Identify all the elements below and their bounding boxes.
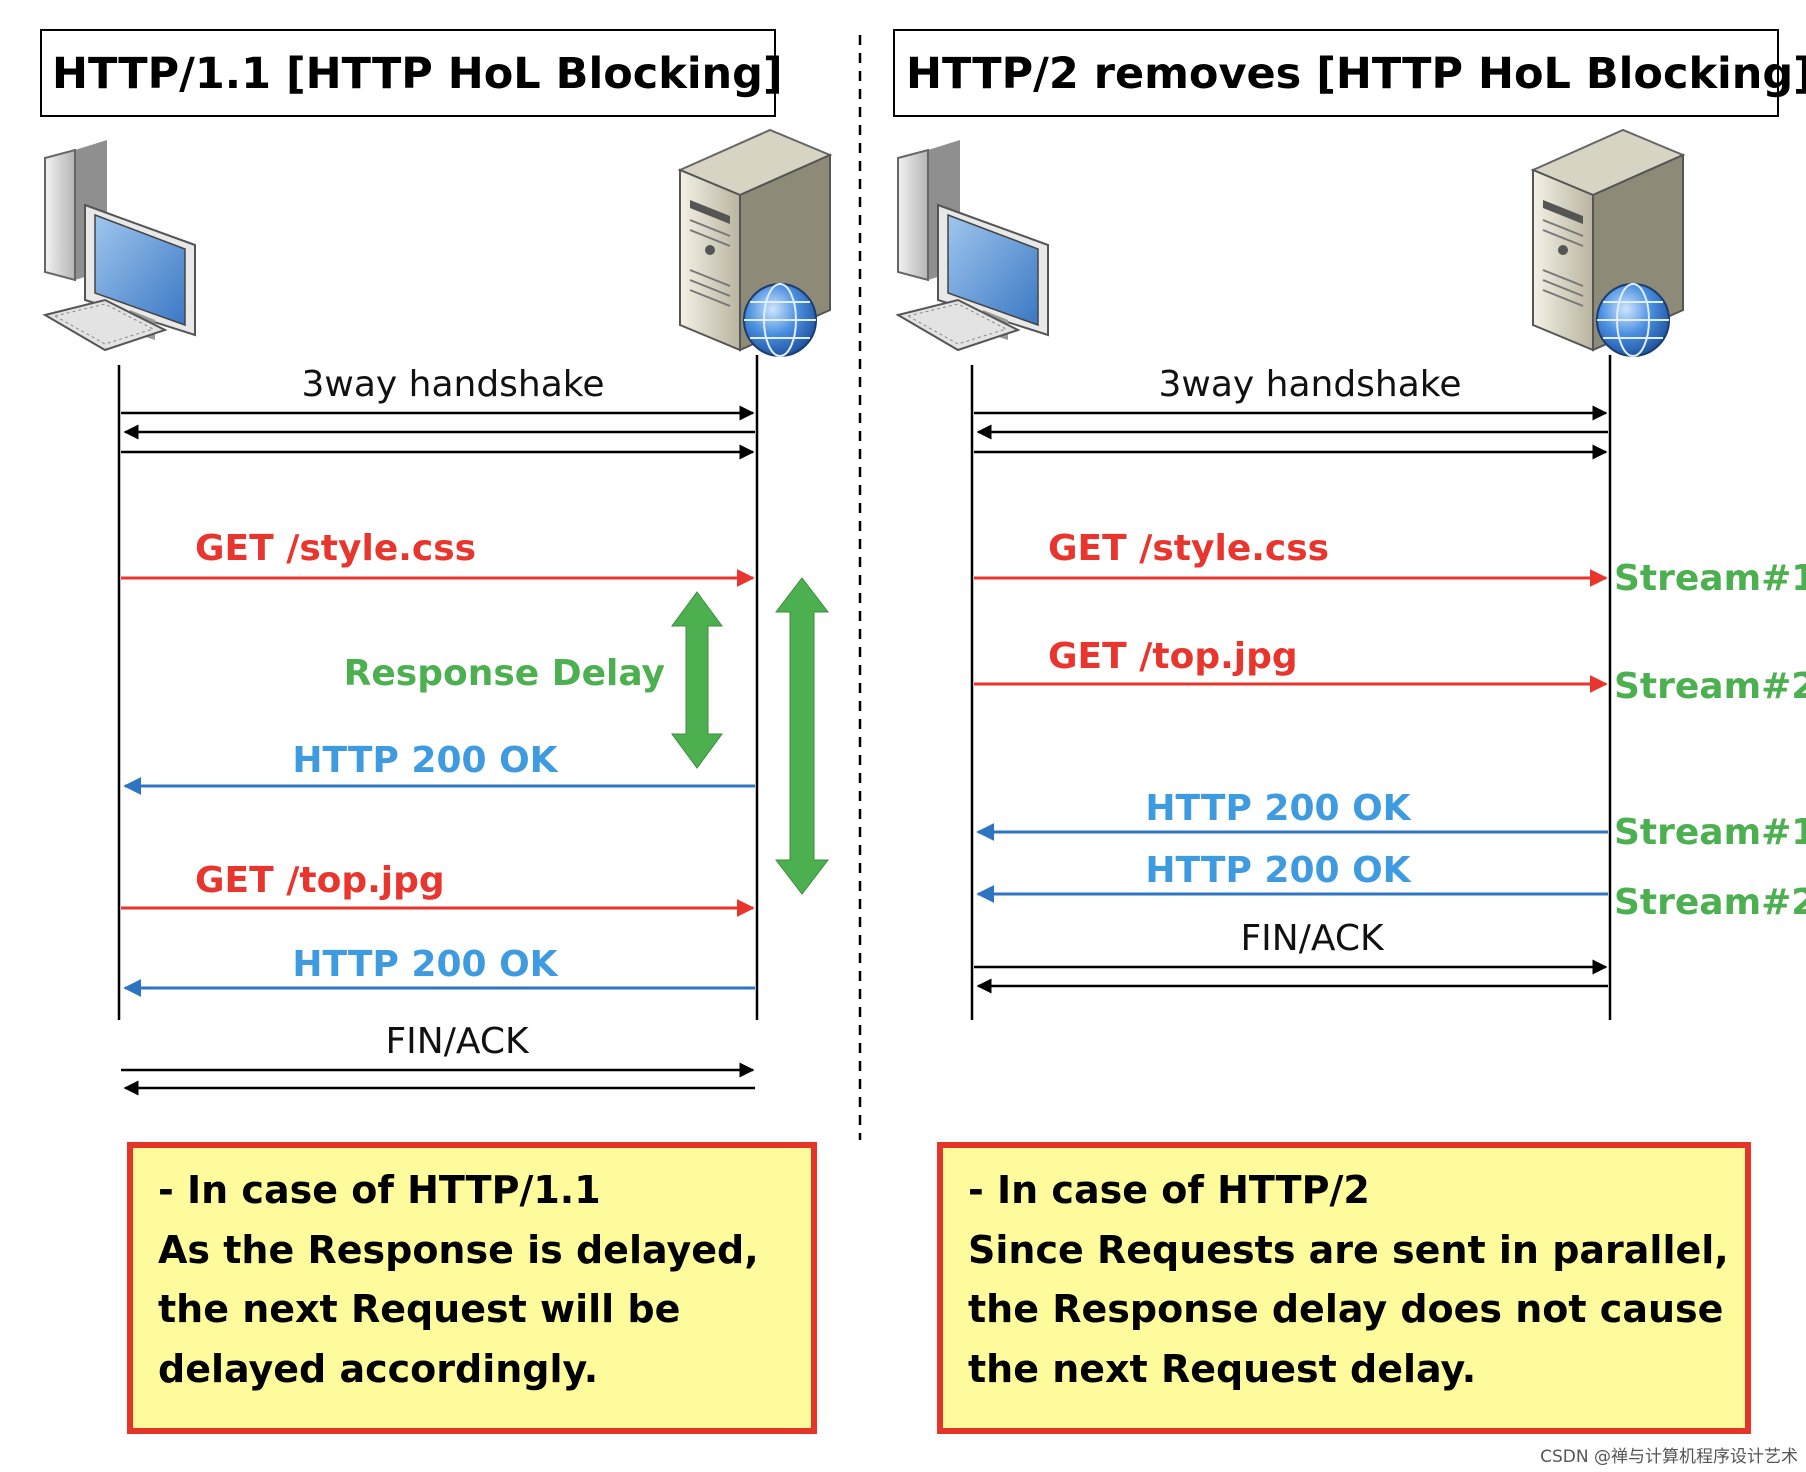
blocking-delay-arrow <box>774 577 830 895</box>
server-globe-icon <box>1532 129 1684 357</box>
response-stream-1-label: Stream#1 <box>1614 812 1806 853</box>
left-title-box <box>40 29 776 117</box>
right-note-line-4: the next Request delay. <box>968 1347 1476 1391</box>
response-stream-2-label: Stream#2 <box>1614 882 1806 923</box>
server-globe-icon <box>679 129 831 357</box>
request-top-label: GET /top.jpg <box>195 860 445 901</box>
left-title: HTTP/1.1 [HTTP HoL Blocking] <box>52 49 783 99</box>
client-computer-icon <box>44 139 196 351</box>
client-computer-icon <box>897 139 1049 351</box>
response-delay-label: Response Delay <box>344 653 665 694</box>
left-note-line-3: the next Request will be <box>158 1287 680 1331</box>
response-2-label: HTTP 200 OK <box>1145 850 1411 891</box>
request-style-label: GET /style.css <box>195 528 476 569</box>
right-note-line-2: Since Requests are sent in parallel, <box>968 1228 1729 1272</box>
left-note-line-2: As the Response is delayed, <box>158 1228 759 1272</box>
right-note-box <box>937 1142 1751 1434</box>
left-note-box <box>127 1142 817 1434</box>
stream-1-label: Stream#1 <box>1614 558 1806 599</box>
response-1-label: HTTP 200 OK <box>292 740 558 781</box>
left-note-line-1: - In case of HTTP/1.1 <box>158 1168 601 1212</box>
response-1-label: HTTP 200 OK <box>1145 788 1411 829</box>
right-title: HTTP/2 removes [HTTP HoL Blocking] <box>906 49 1806 99</box>
response-delay-arrow <box>671 591 723 769</box>
fin-ack-label: FIN/ACK <box>1240 918 1385 959</box>
response-2-label: HTTP 200 OK <box>292 944 558 985</box>
handshake-label: 3way handshake <box>301 364 604 405</box>
handshake-label: 3way handshake <box>1158 364 1461 405</box>
right-title-box <box>893 29 1779 117</box>
right-note-line-3: the Response delay does not cause <box>968 1287 1723 1331</box>
request-top-label: GET /top.jpg <box>1048 636 1298 677</box>
stream-2-label: Stream#2 <box>1614 666 1806 707</box>
right-note-line-1: - In case of HTTP/2 <box>968 1168 1370 1212</box>
request-style-label: GET /style.css <box>1048 528 1329 569</box>
left-note-line-4: delayed accordingly. <box>158 1347 598 1391</box>
watermark: CSDN @禅与计算机程序设计艺术 <box>1540 1447 1798 1467</box>
fin-ack-label: FIN/ACK <box>385 1021 530 1062</box>
